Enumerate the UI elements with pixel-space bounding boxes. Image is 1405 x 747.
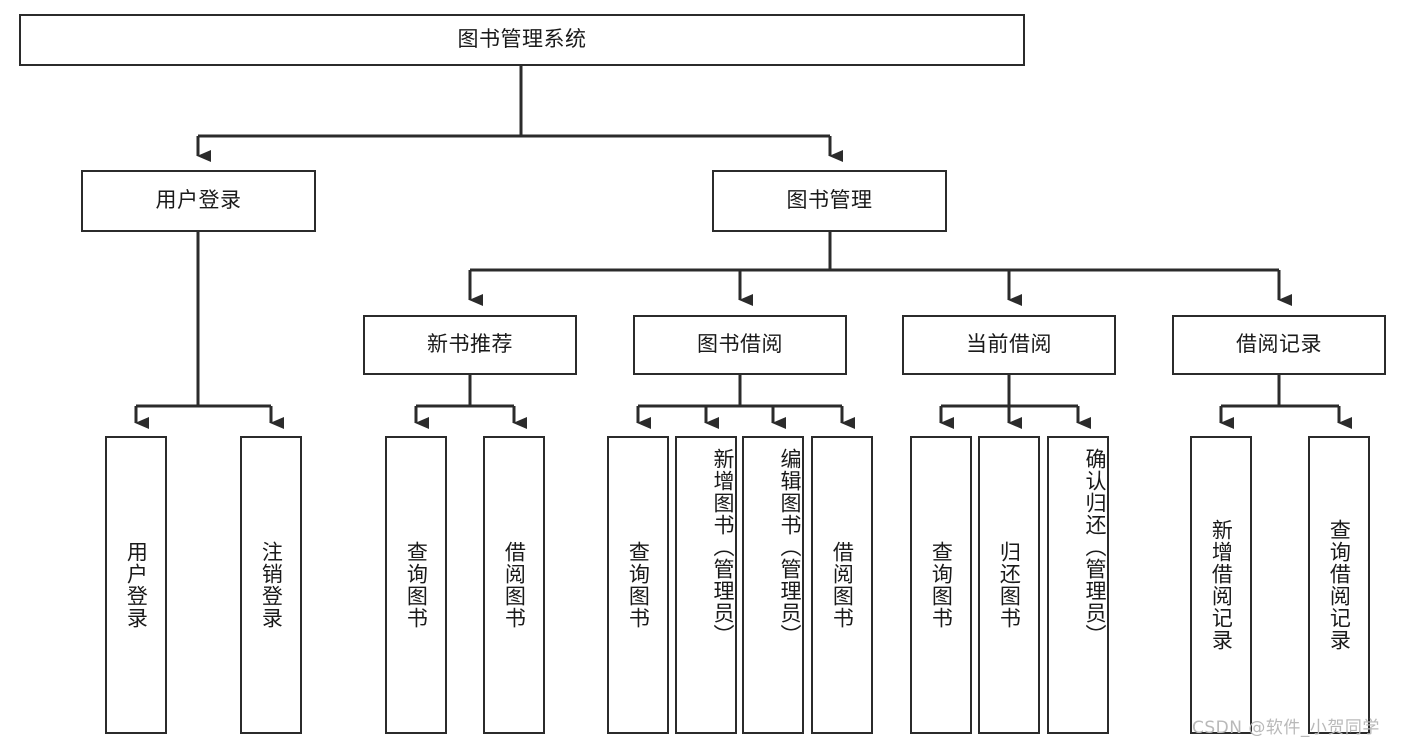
- node-leaf-4[interactable]: 借阅图书: [483, 436, 545, 734]
- node-leaf-3[interactable]: 查询图书: [385, 436, 447, 734]
- node-leaf-1[interactable]: 用户登录: [105, 436, 167, 734]
- node-borrow-record[interactable]: 借阅记录: [1172, 315, 1386, 375]
- node-leaf-2-label: 注销登录: [259, 541, 284, 629]
- node-leaf-8-label: 借阅图书: [830, 541, 855, 629]
- node-leaf-2[interactable]: 注销登录: [240, 436, 302, 734]
- node-leaf-8[interactable]: 借阅图书: [811, 436, 873, 734]
- node-leaf-13-label: 查询借阅记录: [1327, 519, 1352, 651]
- node-leaf-13[interactable]: 查询借阅记录: [1308, 436, 1370, 734]
- node-borrow-record-label: 借阅记录: [1236, 332, 1322, 357]
- node-user-login-label: 用户登录: [155, 188, 242, 213]
- node-leaf-10[interactable]: 归还图书: [978, 436, 1040, 734]
- node-root[interactable]: 图书管理系统: [19, 14, 1025, 66]
- node-leaf-12-label: 新增借阅记录: [1209, 519, 1234, 651]
- node-leaf-7[interactable]: 编辑图书（管理员）: [742, 436, 804, 734]
- node-leaf-5-label: 查询图书: [626, 541, 651, 629]
- node-leaf-11[interactable]: 确认归还（管理员）: [1047, 436, 1109, 734]
- node-leaf-3-label: 查询图书: [404, 541, 429, 629]
- node-leaf-5[interactable]: 查询图书: [607, 436, 669, 734]
- node-leaf-11-label: 确认归还（管理员）: [1083, 448, 1107, 646]
- node-user-login[interactable]: 用户登录: [81, 170, 316, 232]
- node-leaf-6-label: 新增图书（管理员）: [711, 448, 735, 646]
- node-leaf-9-label: 查询图书: [929, 541, 954, 629]
- node-leaf-1-label: 用户登录: [124, 541, 149, 629]
- node-root-label: 图书管理系统: [457, 27, 587, 52]
- node-book-manage-label: 图书管理: [786, 188, 873, 213]
- node-leaf-4-label: 借阅图书: [502, 541, 527, 629]
- node-book-borrow-label: 图书借阅: [697, 332, 783, 357]
- node-leaf-10-label: 归还图书: [997, 541, 1022, 629]
- node-current-borrow[interactable]: 当前借阅: [902, 315, 1116, 375]
- node-leaf-7-label: 编辑图书（管理员）: [778, 448, 802, 646]
- csdn-watermark: CSDN @软件_小贺同学: [1192, 718, 1380, 738]
- node-book-manage[interactable]: 图书管理: [712, 170, 947, 232]
- node-new-book-rec[interactable]: 新书推荐: [363, 315, 577, 375]
- node-new-book-rec-label: 新书推荐: [427, 332, 513, 357]
- node-current-borrow-label: 当前借阅: [966, 332, 1052, 357]
- node-leaf-9[interactable]: 查询图书: [910, 436, 972, 734]
- node-leaf-6[interactable]: 新增图书（管理员）: [675, 436, 737, 734]
- node-leaf-12[interactable]: 新增借阅记录: [1190, 436, 1252, 734]
- node-book-borrow[interactable]: 图书借阅: [633, 315, 847, 375]
